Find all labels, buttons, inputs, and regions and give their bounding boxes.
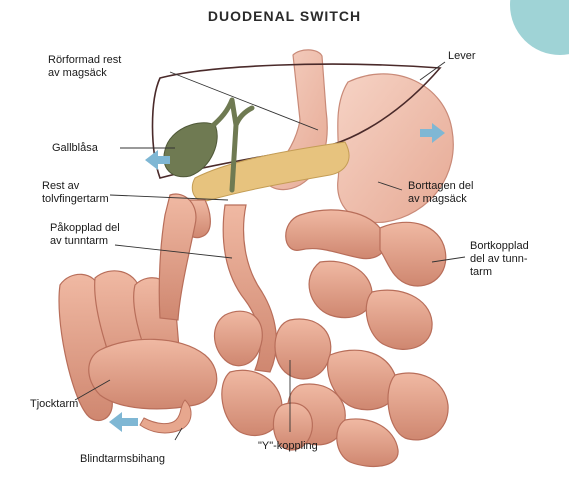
label-tubular-stomach: Rörformad rest av magsäck [48, 54, 121, 80]
label-removed-stomach-line2: av magsäck [408, 193, 473, 206]
label-disconnected-line2: del av tunn- [470, 253, 529, 266]
label-duodenum-line2: tolvfingertarm [42, 193, 109, 206]
label-connected-small-intestine: Påkopplad del av tunntarm [50, 222, 120, 248]
label-colon: Tjocktarm [30, 398, 78, 411]
diagram-title: DUODENAL SWITCH [0, 8, 569, 24]
label-disconnected-line3: tarm [470, 266, 529, 279]
label-duodenum-line1: Rest av [42, 180, 109, 193]
label-removed-stomach-line1: Borttagen del [408, 180, 473, 193]
pancreas [192, 142, 349, 201]
label-y-connection: "Y"-koppling [258, 440, 318, 453]
arrow-left-appendix [109, 412, 138, 432]
label-connected-line1: Påkopplad del [50, 222, 120, 235]
label-tubular-stomach-line1: Rörformad rest [48, 54, 121, 67]
label-appendix: Blindtarmsbihang [80, 453, 165, 466]
label-disconnected-small-intestine: Bortkopplad del av tunn- tarm [470, 240, 529, 279]
label-disconnected-line1: Bortkopplad [470, 240, 529, 253]
small-intestine-loops [214, 210, 448, 467]
gallbladder [164, 123, 217, 177]
label-gallbladder: Gallblåsa [52, 142, 98, 155]
label-tubular-stomach-line2: av magsäck [48, 67, 121, 80]
label-duodenum: Rest av tolvfingertarm [42, 180, 109, 206]
label-liver: Lever [448, 50, 476, 63]
label-connected-line2: av tunntarm [50, 235, 120, 248]
label-removed-stomach: Borttagen del av magsäck [408, 180, 473, 206]
